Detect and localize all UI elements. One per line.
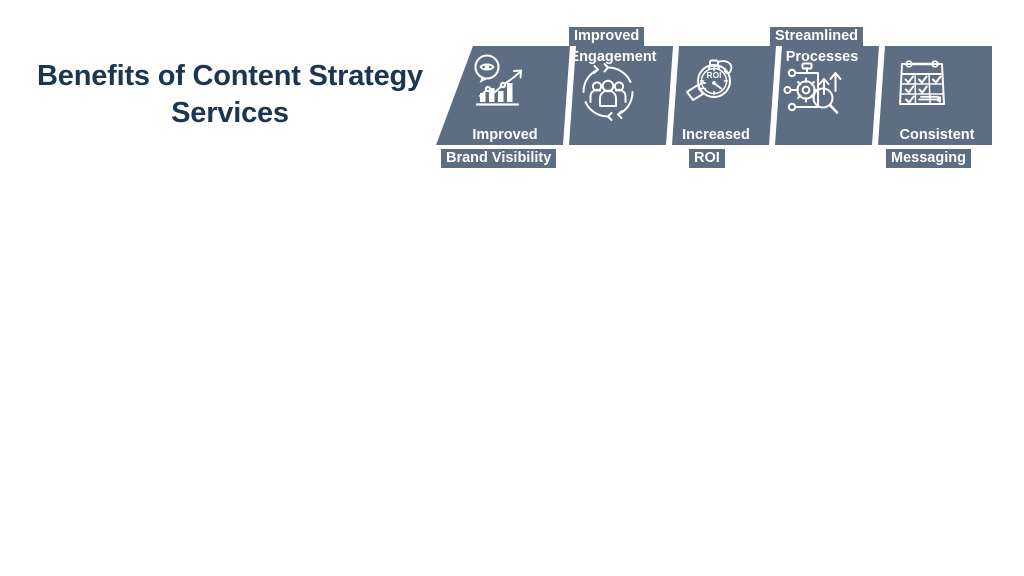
label-4-line1: Streamlined: [770, 27, 863, 47]
label-2-line2: Engagement: [569, 49, 657, 65]
label-3-line1: Increased: [682, 127, 750, 143]
page-title: Benefits of Content Strategy Services: [37, 60, 423, 130]
label-3-line2: ROI: [689, 149, 725, 169]
label-1-line2: Brand Visibility: [441, 149, 557, 169]
label-2-line1: Improved: [569, 27, 645, 47]
benefits-diagram: ROI: [430, 18, 1010, 170]
label-5-line2: Messaging: [886, 149, 971, 169]
label-4-line2: Processes: [785, 49, 859, 65]
label-1-line1: Improved: [472, 127, 538, 143]
trapezoid-shapes: [436, 46, 992, 145]
label-5-line1: Consistent: [899, 127, 975, 143]
